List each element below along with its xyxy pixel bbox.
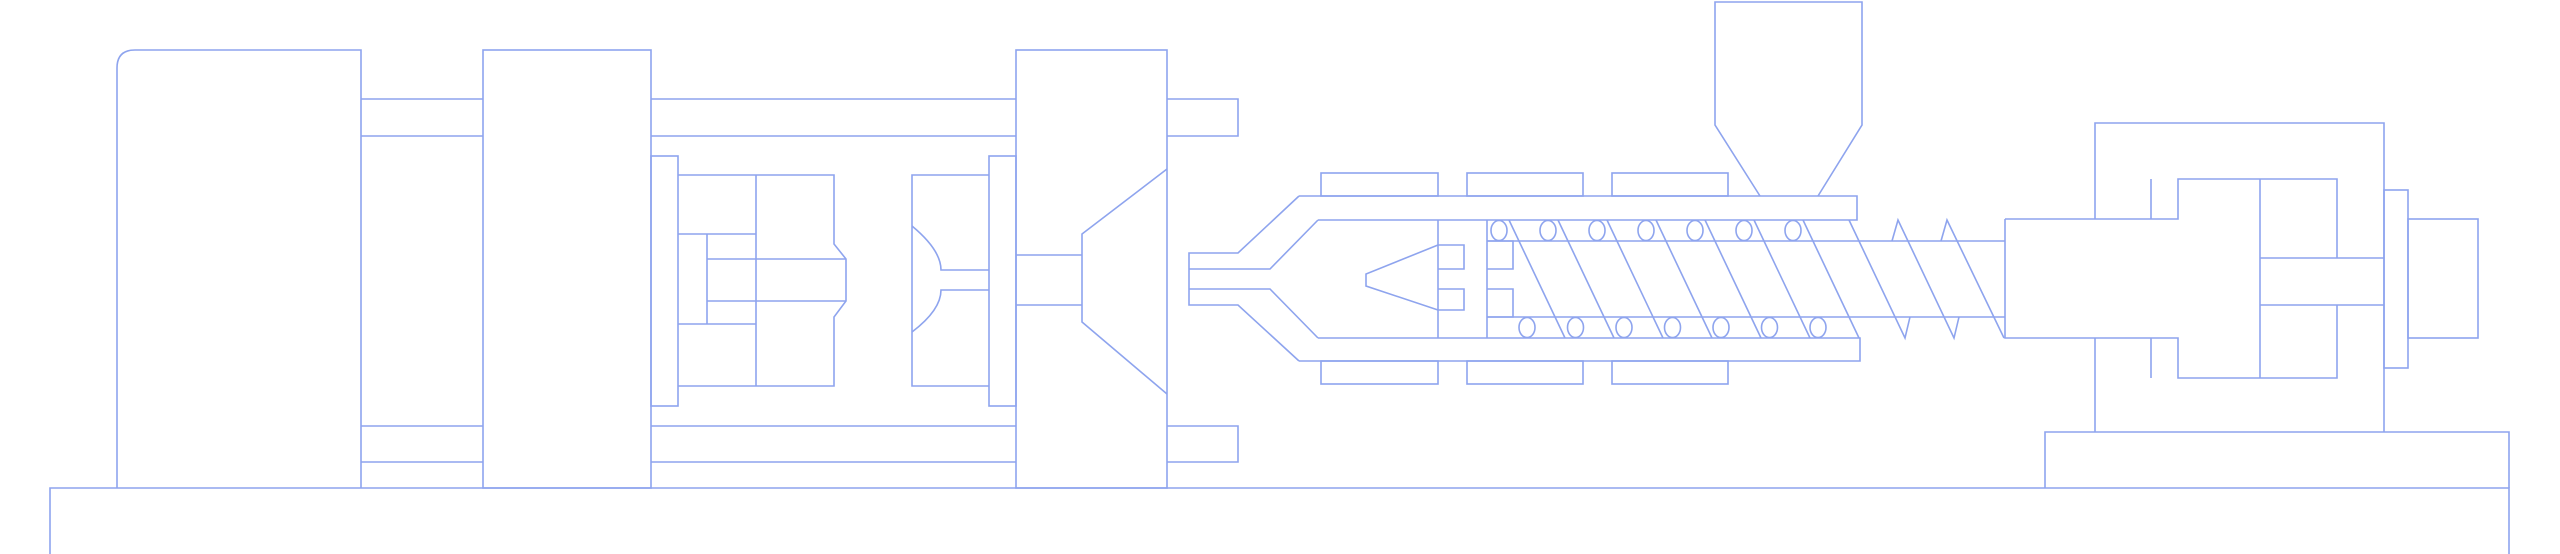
screw-flights [1508,219,1860,339]
pellet [1784,219,1802,242]
heater-band [1320,360,1439,385]
pellet [1663,316,1682,339]
pellet [1566,316,1585,339]
pellet [1760,316,1779,339]
tie-bars [361,98,1239,463]
screw-tip [1365,220,1514,338]
heater-bands [1320,172,1729,385]
pellet [1686,219,1704,242]
end-plate [2383,189,2409,369]
pellet [1809,316,1827,339]
motor [2407,218,2479,339]
plastic-pellets [1490,219,1827,339]
screw-flight [1704,219,1762,339]
injection-unit-pedestal [2044,431,2510,488]
injection-drive-unit [2004,122,2385,432]
heater-band [1320,172,1439,197]
exposed-screw-flights [1848,217,2005,341]
moving-platen [482,49,652,489]
screw-flight [1802,219,1860,339]
moving-mold-plate [650,155,679,407]
heater-band [1466,360,1584,385]
pellet [1637,219,1655,242]
screw-flight [1557,219,1615,339]
pellet [1735,219,1753,242]
pellet [1539,219,1557,242]
clamp-cylinder-block [116,49,362,488]
pellet [1490,219,1508,242]
fixed-mold-plate [988,155,1017,407]
hopper [1714,1,1863,197]
pellet [1588,219,1606,242]
nozzle [1188,195,1319,362]
screw-flight [1606,219,1664,339]
screw-flight [1508,219,1566,339]
pellet [1615,316,1633,339]
heater-band [1466,172,1584,197]
heater-band [1611,172,1729,197]
machine-base [49,487,2510,554]
heater-band [1611,360,1729,385]
moving-mold-half [678,174,847,387]
pellet [1518,316,1536,339]
stationary-platen [1015,49,1168,489]
pellet [1712,316,1730,339]
screw-flight [1655,219,1713,339]
screw-flight [1753,219,1811,339]
fixed-mold-half [911,174,989,387]
